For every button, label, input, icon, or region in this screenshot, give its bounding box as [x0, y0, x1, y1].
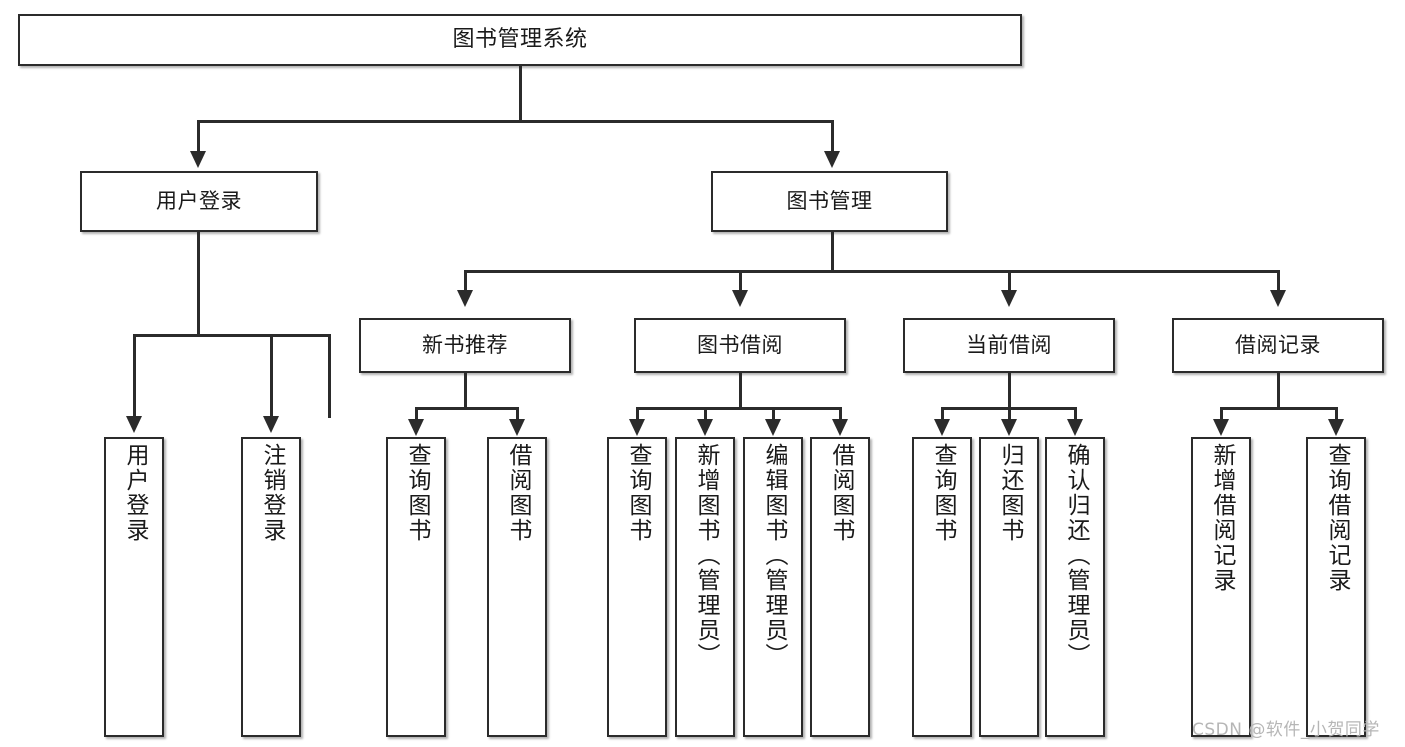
- node-root-book-management-system[interactable]: 图书管理系统: [18, 14, 1022, 66]
- node-label: 当前借阅: [966, 333, 1052, 358]
- node-label: 用户登录: [121, 443, 148, 543]
- node-label: 注销登录: [258, 443, 285, 543]
- node-label: 查询图书: [929, 443, 956, 543]
- connector-drop-bb-4: [839, 407, 842, 421]
- leaf-current-borrow-return[interactable]: 归还图书: [979, 437, 1039, 737]
- arrow-down-icon-cb-2: [1001, 419, 1017, 436]
- connector-drop-cb-1: [941, 407, 944, 421]
- arrow-down-icon-leaf-user-login-1: [126, 416, 142, 433]
- arrow-down-icon-book-borrow: [732, 290, 748, 307]
- connector-drop-leaf-user-login-1: [133, 334, 136, 418]
- connector-book-management-stem: [831, 232, 834, 272]
- arrow-down-icon-cb-1: [934, 419, 950, 436]
- arrow-down-icon-br-1: [1213, 419, 1229, 436]
- node-label: 借阅记录: [1235, 333, 1321, 358]
- leaf-book-borrow-edit[interactable]: 编辑图书（管理员）: [743, 437, 803, 737]
- connector-root-stem: [519, 66, 522, 120]
- node-book-management[interactable]: 图书管理: [711, 171, 948, 232]
- arrow-down-icon-new-book: [457, 290, 473, 307]
- arrow-down-icon-user-login: [190, 151, 206, 168]
- arrow-down-icon-nb-2: [509, 419, 525, 436]
- connector-drop-user-login: [197, 120, 200, 151]
- node-label: 图书管理: [786, 189, 873, 214]
- connector-drop-book-management: [831, 120, 834, 151]
- connector-drop-br-1: [1220, 407, 1223, 421]
- arrow-down-icon-cb-3: [1067, 419, 1083, 436]
- node-label: 查询图书: [403, 443, 430, 543]
- node-label: 用户登录: [156, 189, 242, 214]
- node-current-borrow[interactable]: 当前借阅: [903, 318, 1115, 373]
- leaf-new-book-query[interactable]: 查询图书: [386, 437, 446, 737]
- node-label: 新书推荐: [422, 333, 508, 358]
- connector-user-login-stem: [197, 232, 200, 336]
- connector-drop-book-borrow: [739, 270, 742, 292]
- leaf-current-borrow-confirm-return[interactable]: 确认归还（管理员）: [1045, 437, 1105, 737]
- connector-book-borrow-bus: [636, 407, 842, 410]
- arrow-down-icon-bb-1: [629, 419, 645, 436]
- node-label: 确认归还（管理员）: [1062, 443, 1089, 668]
- leaf-book-borrow-add[interactable]: 新增图书（管理员）: [675, 437, 735, 737]
- node-label: 借阅图书: [827, 443, 854, 543]
- node-label: 新增图书（管理员）: [692, 443, 719, 668]
- connector-new-book-bus: [415, 407, 519, 410]
- node-label: 新增借阅记录: [1208, 443, 1235, 593]
- connector-drop-nb-1: [415, 407, 418, 421]
- node-label: 编辑图书（管理员）: [760, 443, 787, 668]
- connector-drop-br-2: [1335, 407, 1338, 421]
- node-label: 归还图书: [996, 443, 1023, 543]
- leaf-borrow-record-query[interactable]: 查询借阅记录: [1306, 437, 1366, 737]
- arrow-down-icon-borrow-record: [1270, 290, 1286, 307]
- connector-drop-new-book: [464, 270, 467, 292]
- connector-drop-borrow-record: [1277, 270, 1280, 292]
- connector-level2-bus: [197, 120, 834, 123]
- connector-drop-current-borrow: [1008, 270, 1011, 292]
- connector-drop-leaf-user-login-2b: [270, 334, 273, 418]
- connector-user-login-bus: [133, 334, 331, 337]
- arrow-down-icon-nb-1: [408, 419, 424, 436]
- node-new-book-recommend[interactable]: 新书推荐: [359, 318, 571, 373]
- leaf-user-login-logout[interactable]: 注销登录: [241, 437, 301, 737]
- connector-level3-bus: [464, 270, 1277, 273]
- arrow-down-icon-book-management: [824, 151, 840, 168]
- connector-drop-bb-1: [636, 407, 639, 421]
- arrow-down-icon-current-borrow: [1001, 290, 1017, 307]
- connector-drop-leaf-user-login-2: [328, 334, 331, 418]
- connector-drop-nb-2: [516, 407, 519, 421]
- connector-book-borrow-stem: [739, 373, 742, 409]
- arrow-down-icon-bb-2: [697, 419, 713, 436]
- node-label: 图书借阅: [697, 333, 783, 358]
- arrow-down-icon-leaf-user-login-2: [263, 416, 279, 433]
- node-label: 查询借阅记录: [1323, 443, 1350, 593]
- connector-current-borrow-stem: [1008, 373, 1011, 409]
- connector-drop-bb-3: [772, 407, 775, 421]
- arrow-down-icon-bb-4: [832, 419, 848, 436]
- node-user-login[interactable]: 用户登录: [80, 171, 318, 232]
- connector-drop-cb-3: [1074, 407, 1077, 421]
- node-label: 借阅图书: [504, 443, 531, 543]
- leaf-borrow-record-add[interactable]: 新增借阅记录: [1191, 437, 1251, 737]
- node-borrow-record[interactable]: 借阅记录: [1172, 318, 1384, 373]
- connector-borrow-record-bus: [1220, 407, 1338, 410]
- connector-drop-bb-2: [704, 407, 707, 421]
- connector-user-login-bus-right: [270, 334, 331, 337]
- leaf-new-book-borrow[interactable]: 借阅图书: [487, 437, 547, 737]
- leaf-current-borrow-query[interactable]: 查询图书: [912, 437, 972, 737]
- node-book-borrow[interactable]: 图书借阅: [634, 318, 846, 373]
- connector-new-book-stem: [464, 373, 467, 409]
- node-label: 查询图书: [624, 443, 651, 543]
- connector-drop-cb-2: [1008, 407, 1011, 421]
- leaf-book-borrow-borrow[interactable]: 借阅图书: [810, 437, 870, 737]
- node-label: 图书管理系统: [452, 27, 588, 53]
- connector-borrow-record-stem: [1277, 373, 1280, 409]
- arrow-down-icon-bb-3: [765, 419, 781, 436]
- leaf-user-login-login[interactable]: 用户登录: [104, 437, 164, 737]
- leaf-book-borrow-query[interactable]: 查询图书: [607, 437, 667, 737]
- arrow-down-icon-br-2: [1328, 419, 1344, 436]
